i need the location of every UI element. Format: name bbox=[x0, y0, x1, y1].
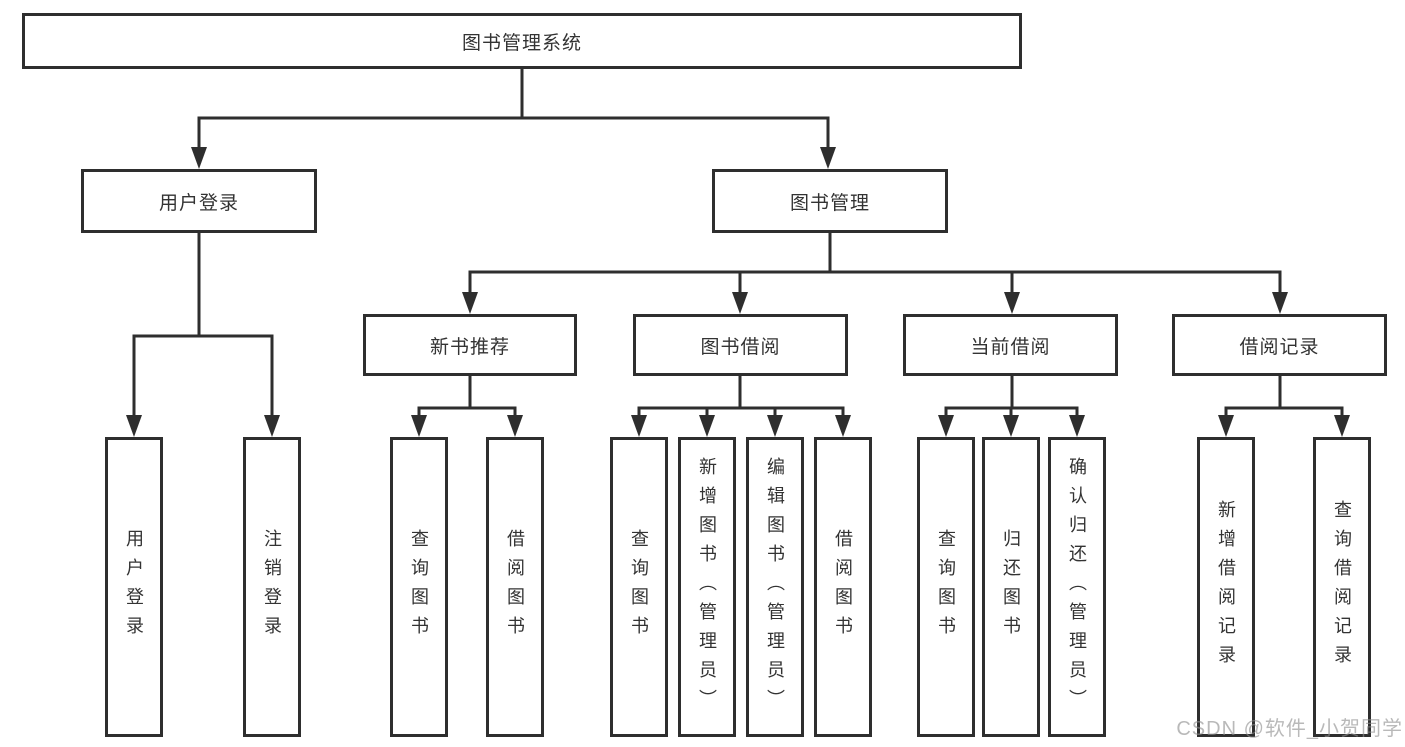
leaf-return-books: 归还图书 bbox=[982, 437, 1040, 737]
leaf-borrow-books-recommend: 借阅图书 bbox=[486, 437, 544, 737]
leaf-query-books-current: 查询图书 bbox=[917, 437, 975, 737]
leaf-query-books-borrow: 查询图书 bbox=[610, 437, 668, 737]
leaf-add-borrow-record: 新增借阅记录 bbox=[1197, 437, 1255, 737]
leaf-query-borrow-record: 查询借阅记录 bbox=[1313, 437, 1371, 737]
leaf-user-login: 用户登录 bbox=[105, 437, 163, 737]
leaf-edit-book-admin: 编辑图书（管理员） bbox=[746, 437, 804, 737]
node-book-management: 图书管理 bbox=[712, 169, 948, 233]
leaf-confirm-return-admin: 确认归还（管理员） bbox=[1048, 437, 1106, 737]
node-library-management-system: 图书管理系统 bbox=[22, 13, 1022, 69]
leaf-query-books-recommend: 查询图书 bbox=[390, 437, 448, 737]
leaf-borrow-books: 借阅图书 bbox=[814, 437, 872, 737]
node-new-book-recommend: 新书推荐 bbox=[363, 314, 577, 376]
csdn-watermark: CSDN @软件_小贺同学 bbox=[1176, 718, 1403, 740]
node-book-borrow: 图书借阅 bbox=[633, 314, 848, 376]
leaf-add-book-admin: 新增图书（管理员） bbox=[678, 437, 736, 737]
node-borrow-records: 借阅记录 bbox=[1172, 314, 1387, 376]
leaf-logout: 注销登录 bbox=[243, 437, 301, 737]
node-user-login: 用户登录 bbox=[81, 169, 317, 233]
node-current-borrow: 当前借阅 bbox=[903, 314, 1118, 376]
